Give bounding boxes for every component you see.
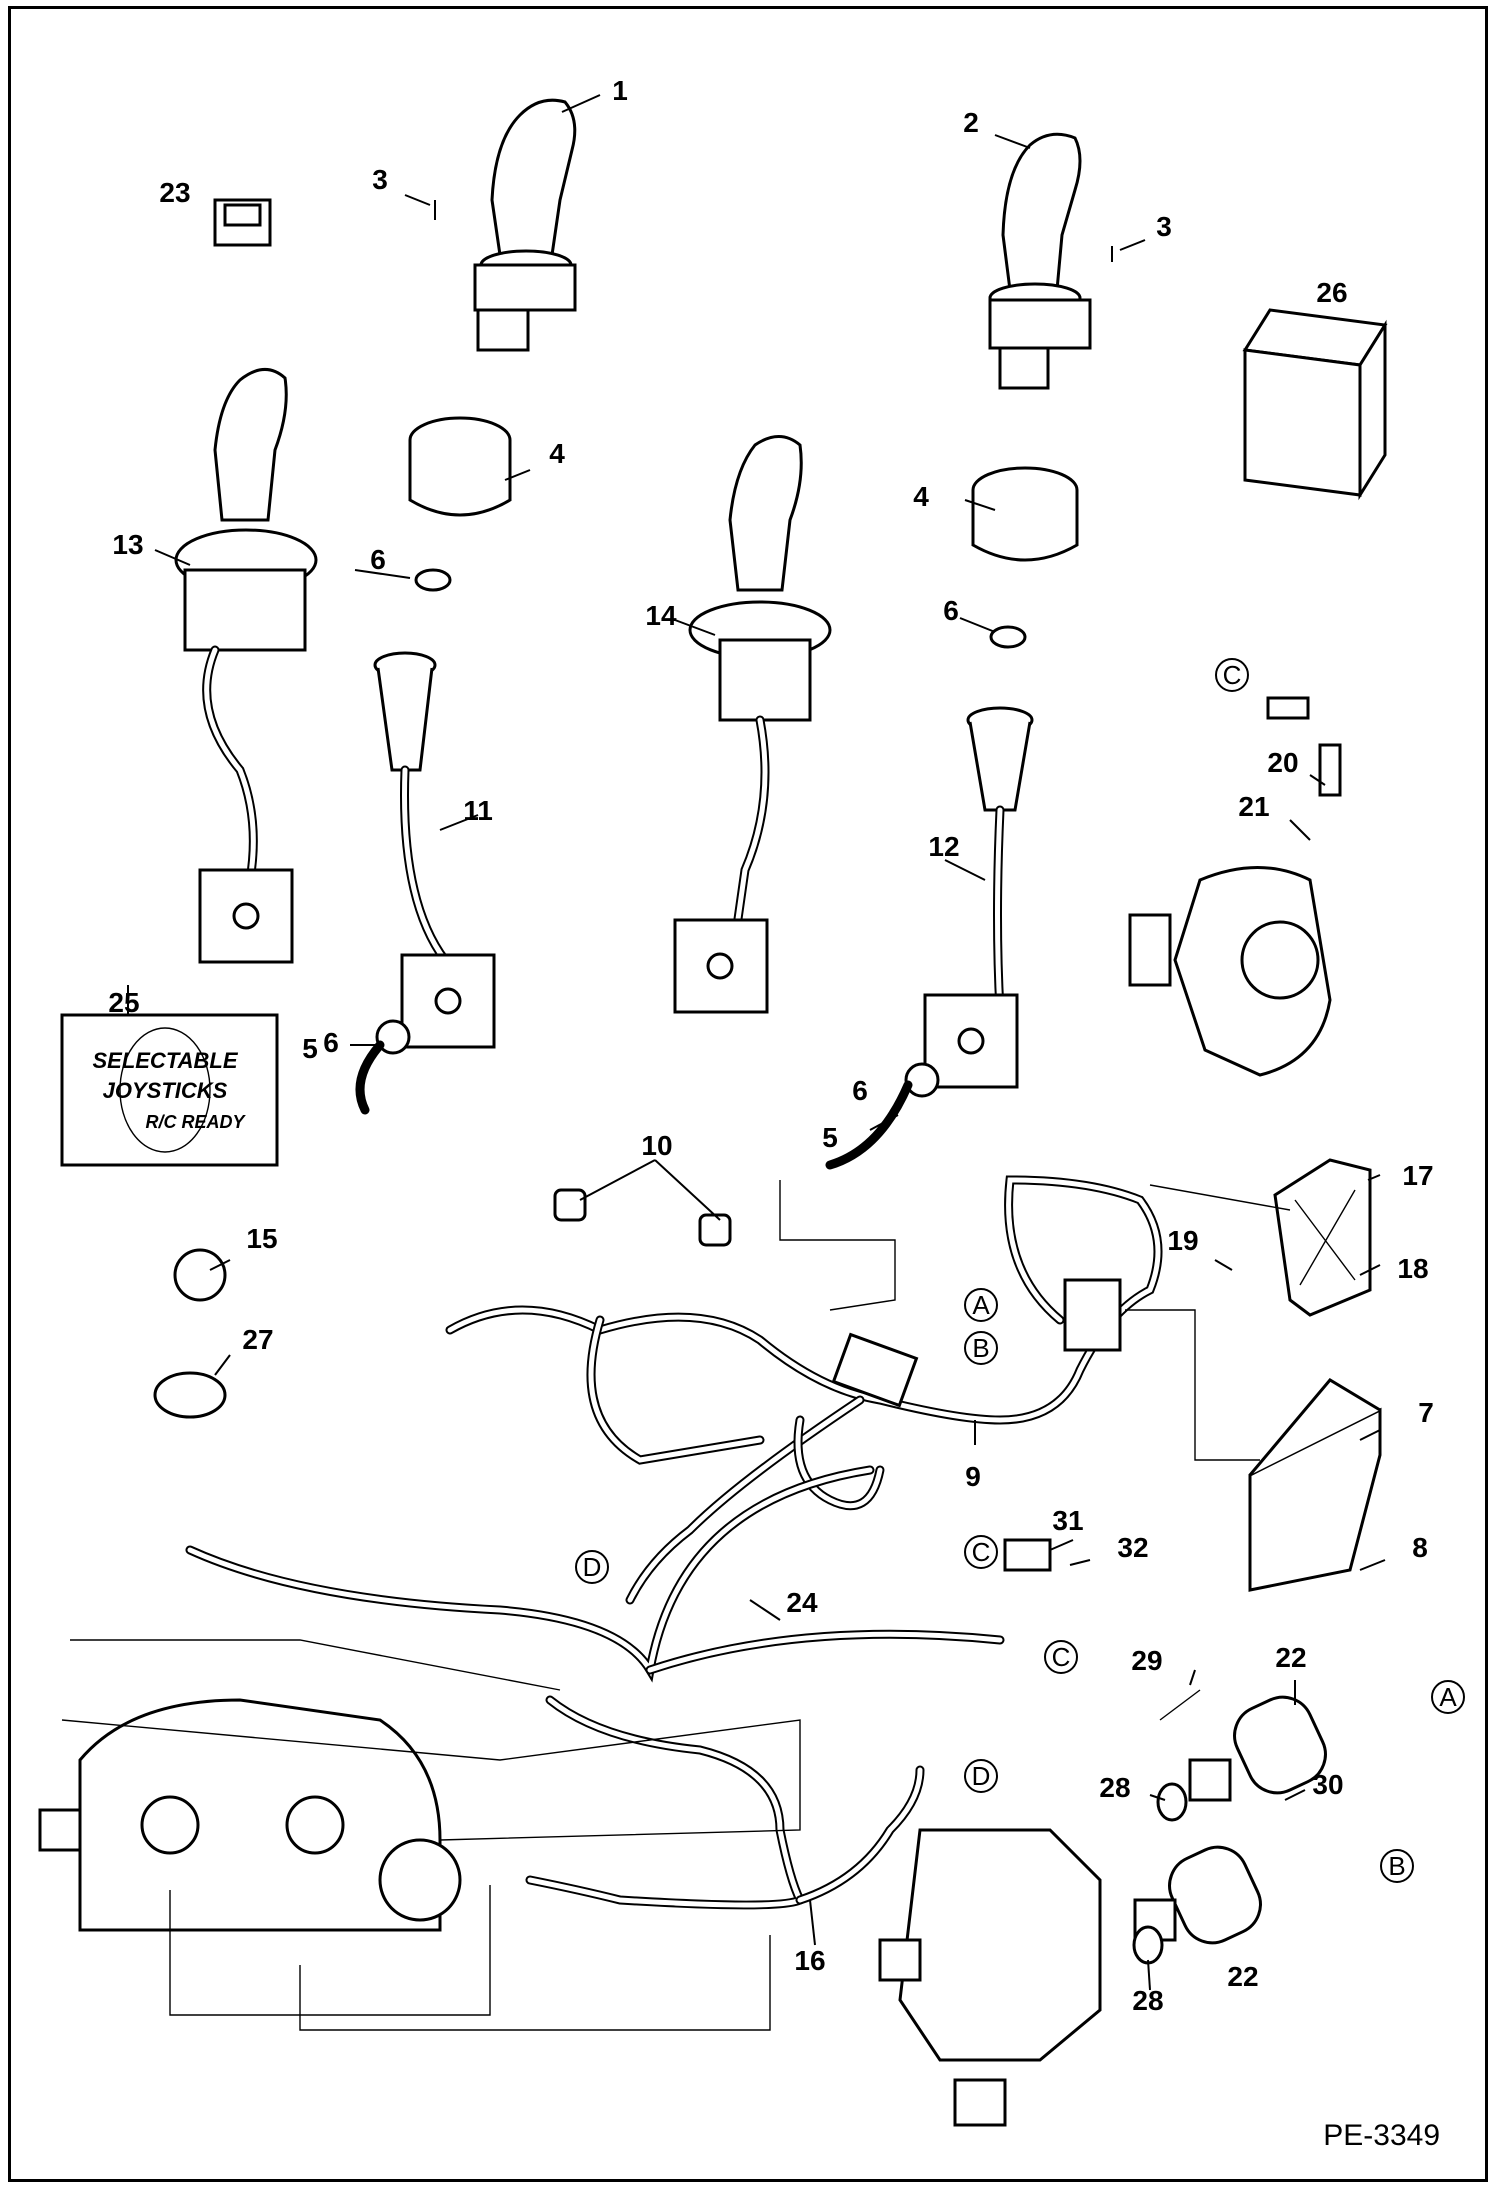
label-13: 13	[112, 529, 143, 560]
ref-a-harness: A	[972, 1290, 990, 1320]
harness-tube-11	[373, 651, 496, 1049]
label-2: 2	[963, 107, 979, 138]
bushing-10-right	[698, 1213, 732, 1247]
label-28-upper: 28	[1099, 1772, 1130, 1803]
harness-16	[525, 1695, 925, 1910]
bushing-10-left	[553, 1188, 587, 1222]
label-21: 21	[1238, 791, 1269, 822]
connector-refs	[575, 658, 1465, 1883]
label-6-bottom-left: 6	[323, 1027, 339, 1058]
label-3-right: 3	[1156, 211, 1172, 242]
decal-text-joysticks: JOYSTICKS	[103, 1078, 228, 1103]
label-6-top-left: 6	[370, 544, 386, 575]
clip-27	[153, 1371, 227, 1419]
ref-a-solenoid: A	[1439, 1682, 1457, 1712]
label-28-lower: 28	[1132, 1985, 1163, 2016]
connector-ref-letters: C A B C D C D A B	[583, 660, 1458, 1881]
label-19: 19	[1167, 1225, 1198, 1256]
harness-tube-12	[923, 706, 1034, 1089]
label-1: 1	[612, 75, 628, 106]
label-14: 14	[645, 600, 677, 631]
ref-d-harness: D	[583, 1552, 602, 1582]
label-7: 7	[1418, 1397, 1434, 1428]
solenoid-22-upper	[1188, 1695, 1327, 1802]
diagram-frame	[8, 6, 1488, 2182]
label-32: 32	[1117, 1532, 1148, 1563]
label-22-lower: 22	[1227, 1961, 1258, 1992]
label-29: 29	[1131, 1645, 1162, 1676]
harness-24	[185, 1465, 1005, 1683]
label-9: 9	[965, 1461, 981, 1492]
label-17: 17	[1402, 1160, 1433, 1191]
main-harness-9	[445, 1175, 1163, 1605]
label-12: 12	[928, 831, 959, 862]
label-25: 25	[108, 987, 139, 1018]
leader-lines	[61, 94, 1386, 2031]
gaiter-4-left	[408, 416, 512, 517]
label-5-right: 5	[822, 1122, 838, 1153]
label-11: 11	[463, 795, 493, 826]
joystick-grip-1	[473, 98, 577, 352]
label-20: 20	[1267, 747, 1298, 778]
bracket-17	[1273, 1158, 1372, 1317]
connector-31	[1003, 1538, 1052, 1572]
label-10: 10	[641, 1130, 672, 1161]
label-4-right: 4	[913, 481, 929, 512]
drawing-number: PE-3349	[1323, 2119, 1440, 2152]
label-18: 18	[1397, 1253, 1428, 1284]
pigtail-5-right	[825, 1080, 913, 1170]
label-27: 27	[242, 1324, 273, 1355]
decal-text-selectable: SELECTABLE	[92, 1048, 238, 1073]
package-box-26	[1242, 308, 1388, 501]
solenoid-22-lower	[1133, 1845, 1262, 1945]
joystick-assembly-14	[673, 435, 832, 1014]
label-26: 26	[1316, 277, 1347, 308]
label-3-left: 3	[372, 164, 388, 195]
label-30: 30	[1312, 1769, 1343, 1800]
grommet-6-bottom-left	[375, 1019, 411, 1055]
rocker-switch-23	[213, 198, 272, 247]
cable-tie-15	[173, 1248, 227, 1302]
ref-b-harness: B	[972, 1333, 989, 1363]
grommet-6-top-left	[414, 568, 452, 592]
gaiter-4-right	[971, 466, 1079, 562]
label-8: 8	[1412, 1532, 1428, 1563]
control-valve	[878, 1828, 1102, 2127]
label-6-top-right: 6	[943, 595, 959, 626]
label-31: 31	[1052, 1505, 1083, 1536]
ref-c-connector: C	[972, 1537, 991, 1567]
o-ring-28-lower	[1132, 1925, 1164, 1965]
hydrostatic-pump	[38, 1698, 462, 1932]
grommet-6-top-right	[989, 625, 1027, 649]
ref-c-harness-24: C	[1052, 1642, 1071, 1672]
label-4-left: 4	[549, 438, 565, 469]
part-number-labels: 1 2 3 3 4 4 5 5 6 6 6 6 7 8 9 10 11 12 1…	[108, 75, 1433, 2016]
label-5-left: 5	[302, 1033, 318, 1064]
label-22-upper: 22	[1275, 1642, 1306, 1673]
o-ring-28-upper	[1156, 1782, 1188, 1822]
joystick-grip-2	[988, 132, 1092, 390]
joystick-assembly-13	[174, 368, 318, 964]
controller-module-7	[1248, 1378, 1382, 1592]
label-23: 23	[159, 177, 190, 208]
decal-text-rc-ready: R/C READY	[145, 1112, 246, 1132]
ref-b-solenoid: B	[1388, 1851, 1405, 1881]
grommet-6-bottom-right	[904, 1062, 940, 1098]
ref-d-valve: D	[972, 1761, 991, 1791]
pigtail-5-left	[355, 1040, 385, 1115]
label-16: 16	[794, 1945, 825, 1976]
label-24: 24	[786, 1587, 818, 1618]
label-15: 15	[246, 1223, 277, 1254]
sensor-housing	[1128, 696, 1342, 1077]
ref-c-sensor: C	[1223, 660, 1242, 690]
label-6-bottom-right: 6	[852, 1075, 868, 1106]
decal-25: SELECTABLE JOYSTICKS R/C READY	[60, 1013, 279, 1167]
